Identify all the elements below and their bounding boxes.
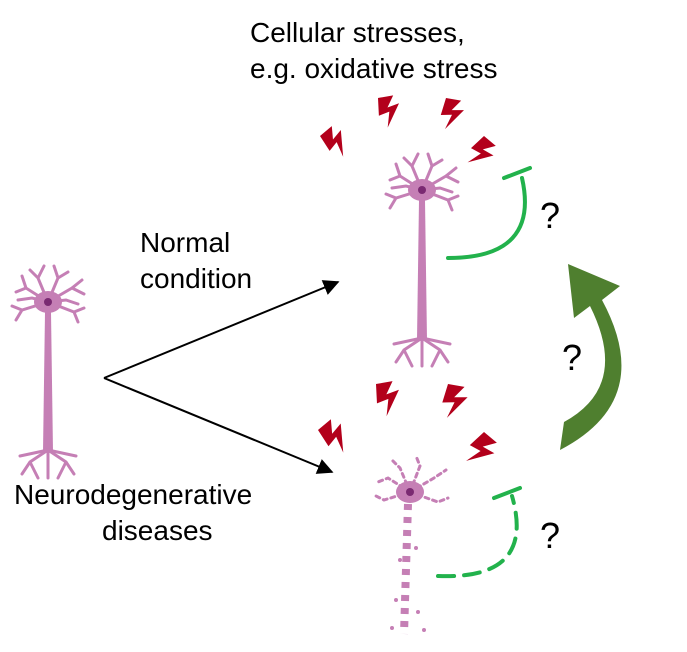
lightning-bolt-icon [316, 380, 501, 472]
stressed-neuron-icon [384, 152, 460, 368]
question-mark-upper: ? [540, 195, 561, 236]
recovery-arrow-icon [560, 264, 622, 450]
disease-label-line2: diseases [102, 515, 213, 546]
disease-label-line1: Neurodegenerative [14, 479, 253, 510]
stress-title-line1: Cellular stresses, [250, 17, 465, 48]
inhibition-arc-solid [446, 166, 532, 260]
stress-title-line2: e.g. oxidative stress [250, 53, 498, 84]
normal-label-line1: Normal [140, 227, 231, 258]
question-mark-lower: ? [540, 515, 561, 556]
disease-arrow [103, 377, 334, 474]
degenerating-neuron-icon [374, 454, 450, 635]
normal-label-line2: condition [140, 263, 253, 294]
normal-arrow [103, 280, 340, 379]
inhibition-arc-dashed [436, 486, 522, 579]
question-mark-middle: ? [562, 337, 583, 378]
neuron-icon [10, 264, 86, 480]
